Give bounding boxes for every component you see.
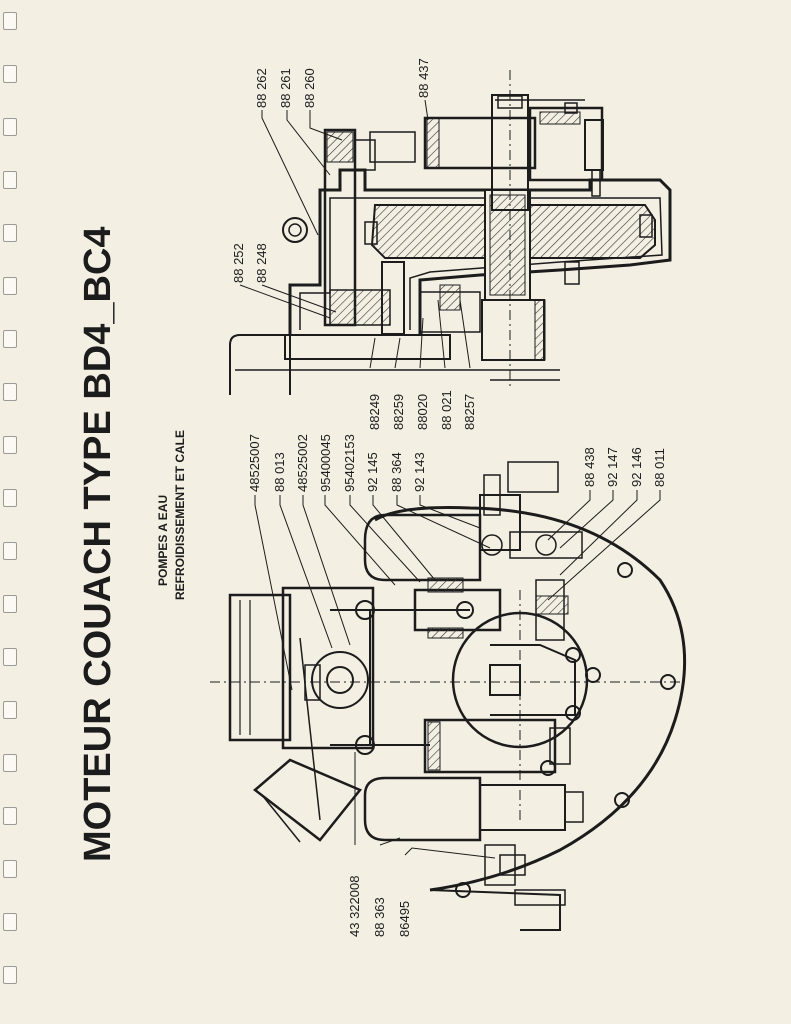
ref-label: 88 438: [582, 447, 597, 487]
ref-label: 48525002: [295, 434, 310, 492]
binding-hole: [3, 436, 17, 454]
binding-hole: [3, 118, 17, 136]
ref-label: 92 147: [605, 447, 620, 487]
ref-label: 92 143: [412, 452, 427, 492]
ref-label: 88 364: [389, 452, 404, 492]
binding-hole: [3, 330, 17, 348]
ref-label: 88 260: [302, 68, 317, 108]
binding-hole: [3, 966, 17, 984]
binding-hole: [3, 754, 17, 772]
binding-hole: [3, 489, 17, 507]
ref-label: 88 261: [278, 68, 293, 108]
ref-label: 86495: [397, 901, 412, 937]
ref-label: 88 021: [439, 390, 454, 430]
reference-numbers: 88 262 88 261 88 260 88 437 88 252 88 24…: [231, 58, 667, 937]
ref-label: 88 363: [372, 897, 387, 937]
ref-label: 95402153: [342, 434, 357, 492]
binding-hole: [3, 860, 17, 878]
upper-pump-section-drawing: [229, 70, 672, 395]
ref-label: 92 145: [365, 452, 380, 492]
lower-view-leader-lines: [254, 490, 661, 859]
spiral-binding: [0, 0, 22, 1024]
ref-label: 88 437: [416, 58, 431, 98]
ref-label: 43 322008: [347, 876, 362, 937]
ref-label: 88 252: [231, 243, 246, 283]
subtitle-line-2: REFROIDISSEMENT ET CALE: [173, 430, 187, 600]
document-title: MOTEUR COUACH TYPE BD4_BC4: [77, 226, 119, 862]
binding-hole: [3, 171, 17, 189]
binding-hole: [3, 65, 17, 83]
ref-label: 88020: [415, 394, 430, 430]
ref-label: 88 011: [652, 448, 667, 487]
binding-hole: [3, 224, 17, 242]
binding-hole: [3, 807, 17, 825]
binding-hole: [3, 595, 17, 613]
ref-label: 88 248: [254, 243, 269, 283]
ref-label: 88259: [391, 394, 406, 430]
binding-hole: [3, 913, 17, 931]
lower-pump-end-view-drawing: [210, 461, 687, 931]
subtitle-line-1: POMPES A EAU: [156, 495, 170, 586]
binding-hole: [3, 383, 17, 401]
ref-label: 92 146: [629, 447, 644, 487]
ref-label: 88 013: [272, 452, 287, 492]
binding-hole: [3, 277, 17, 295]
upper-view-leader-lines: [239, 99, 471, 369]
ref-label: 88 262: [254, 68, 269, 108]
ref-label: 88249: [367, 394, 382, 430]
ref-label: 48525007: [247, 434, 262, 492]
binding-hole: [3, 701, 17, 719]
binding-hole: [3, 542, 17, 560]
binding-hole: [3, 12, 17, 30]
binding-hole: [3, 648, 17, 666]
ref-label: 95400045: [318, 434, 333, 492]
ref-label: 88257: [462, 394, 477, 430]
